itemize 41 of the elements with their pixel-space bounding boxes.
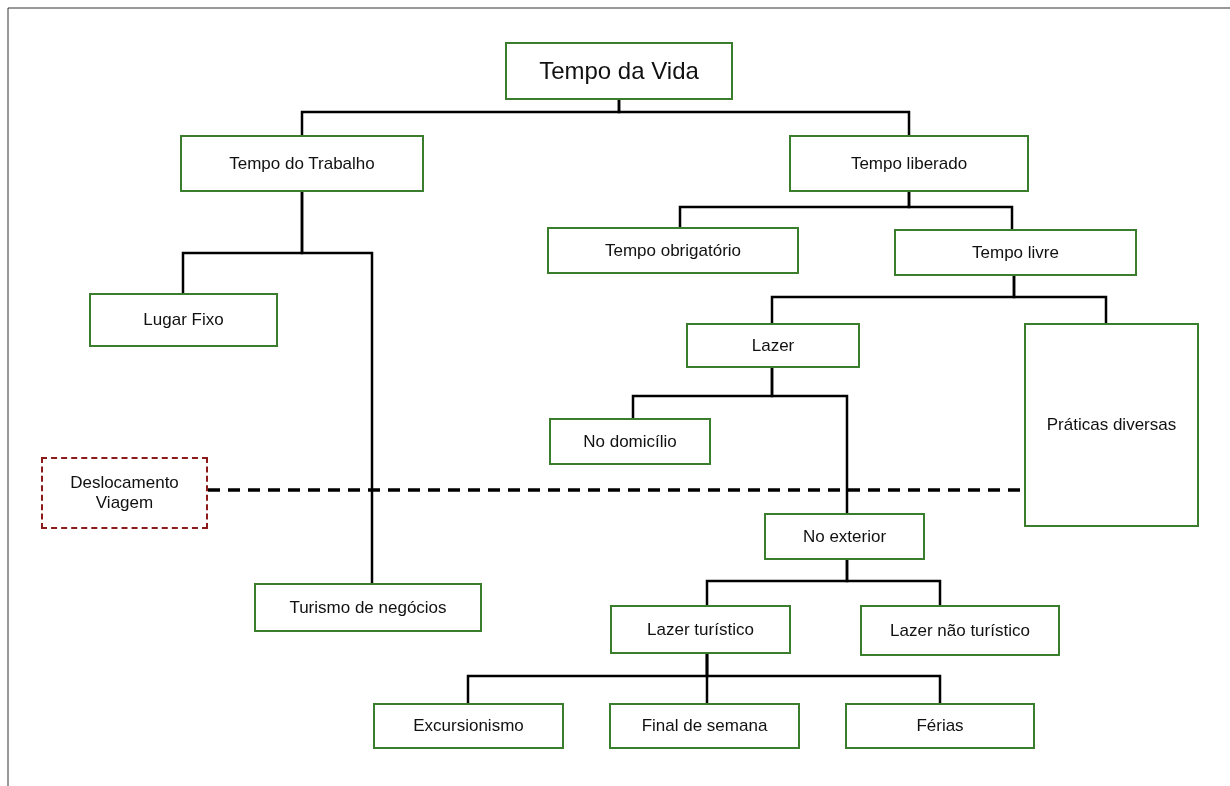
category-box [686, 323, 860, 368]
node-label: Práticas diversas [1046, 415, 1177, 435]
category-box [549, 418, 711, 465]
node-label: Final de semana [641, 716, 768, 736]
connector-line [907, 192, 1014, 229]
category-box [180, 135, 424, 192]
node-label: Tempo liberado [850, 153, 968, 174]
node-label: No exterior [802, 526, 887, 547]
category-box [610, 605, 791, 654]
dashed-box [41, 457, 208, 529]
category-box [764, 513, 925, 560]
connector-line [300, 192, 374, 583]
category-box [609, 703, 800, 749]
category-box [894, 229, 1137, 276]
category-box [845, 703, 1035, 749]
node-label: Tempo do Trabalho [229, 153, 375, 174]
category-box [860, 605, 1060, 656]
node-label: Tempo obrigatório [604, 240, 742, 261]
connector-line [705, 654, 942, 703]
node-label: Deslocamento Viagem [69, 473, 180, 513]
node-label: Férias [916, 716, 964, 736]
category-box [505, 42, 733, 100]
node-label: Tempo da Vida [539, 57, 699, 85]
category-box [254, 583, 482, 632]
node-label: Tempo livre [972, 242, 1059, 263]
node-label: Lazer turístico [647, 619, 754, 640]
category-box [89, 293, 278, 347]
category-box [789, 135, 1029, 192]
node-label: Lazer [751, 335, 795, 356]
connector-line [617, 100, 911, 135]
node-label: Lugar Fixo [143, 310, 224, 330]
node-label: Turismo de negócios [289, 597, 447, 618]
connector-line [845, 560, 942, 605]
category-box [373, 703, 564, 749]
node-label: Excursionismo [413, 716, 524, 736]
connector-line [1012, 276, 1108, 323]
node-label: Lazer não turístico [890, 620, 1030, 641]
connector-line [770, 368, 849, 513]
node-label: No domicílio [583, 431, 677, 452]
category-box [547, 227, 799, 274]
category-box [1024, 323, 1199, 527]
